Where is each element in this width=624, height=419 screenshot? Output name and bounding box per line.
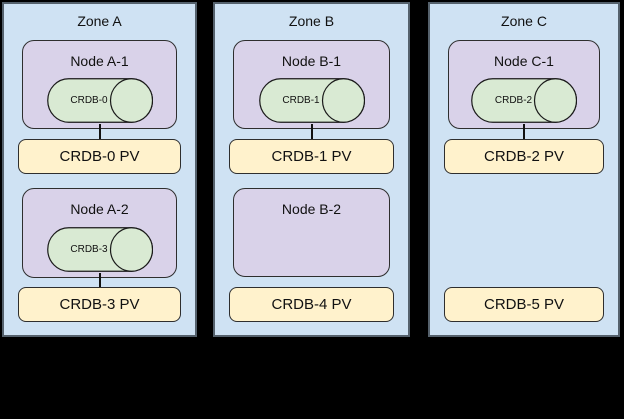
node-b-2: Node B-2 [233,188,390,277]
crdb-pod: CRDB-0 [46,78,153,123]
pv-box: CRDB-5 PV [444,287,604,322]
pv-label: CRDB-3 PV [59,296,140,313]
pv-box: CRDB-1 PV [229,139,394,174]
pod-pv-connector [98,124,101,139]
zone-label: Zone B [288,13,335,29]
pod-pv-connector [310,124,313,139]
cylinder-icon [258,78,365,123]
pod-label: CRDB-1 [282,95,320,106]
zone-label: Zone C [501,13,547,29]
zone-b: Zone B Node B-1 CRDB-1 CRDB-1 PV Node B-… [213,2,410,337]
pv-box: CRDB-3 PV [18,287,181,322]
cylinder-icon [46,227,153,272]
node-b-1: Node B-1 CRDB-1 [233,40,390,129]
cylinder-icon [471,78,577,123]
crdb-pod: CRDB-3 [46,227,153,272]
pv-label: CRDB-1 PV [271,148,352,165]
pod-pv-connector [523,124,525,139]
node-label: Node B-2 [281,201,342,217]
pv-box: CRDB-0 PV [18,139,181,174]
crdb-pod: CRDB-2 [471,78,577,123]
node-label: Node C-1 [494,53,554,69]
zone-label: Zone A [77,13,122,29]
cylinder-icon [46,78,153,123]
pv-label: CRDB-4 PV [271,296,352,313]
zone-a: Zone A Node A-1 CRDB-0 CRDB-0 PV Node A-… [2,2,197,337]
zone-c: Zone C Node C-1 CRDB-2 CRDB-2 PV CRDB-5 … [428,2,620,337]
pod-pv-connector [98,273,101,287]
node-a-2: Node A-2 CRDB-3 [22,188,177,278]
node-a-1: Node A-1 CRDB-0 [22,40,177,129]
node-label: Node B-1 [281,53,342,69]
pv-box: CRDB-2 PV [444,139,604,174]
pod-label: CRDB-2 [494,95,533,106]
pv-label: CRDB-5 PV [483,296,565,313]
node-c-1: Node C-1 CRDB-2 [448,40,600,129]
pv-label: CRDB-2 PV [483,148,565,165]
pv-box: CRDB-4 PV [229,287,394,322]
crdb-pod: CRDB-1 [258,78,365,123]
pod-label: CRDB-0 [70,95,108,106]
node-label: Node A-1 [70,53,129,69]
pv-label: CRDB-0 PV [59,148,140,165]
node-label: Node A-2 [70,201,129,217]
pod-label: CRDB-3 [70,244,108,255]
